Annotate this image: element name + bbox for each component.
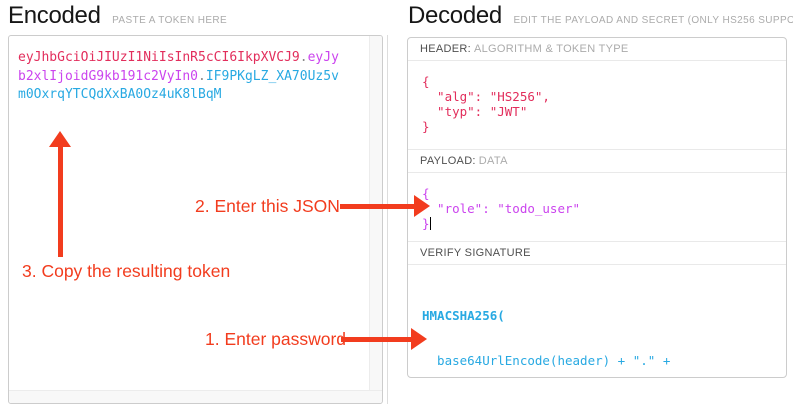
- code-line: "role": "todo_user": [422, 201, 581, 216]
- payload-section-label: PAYLOAD:DATA: [408, 150, 786, 173]
- encoded-token-editor[interactable]: eyJhbGciOiJIUzI1NiIsInR5cCI6IkpXVCJ9.eyJ…: [8, 35, 383, 404]
- step3-arrow-line: [58, 146, 63, 257]
- code-line: HMACSHA256(: [422, 308, 505, 323]
- decoded-panel: HEADER:ALGORITHM & TOKEN TYPE { "alg": "…: [407, 37, 787, 378]
- payload-label-rest: DATA: [478, 155, 508, 167]
- decoded-heading: Decoded EDIT THE PAYLOAD AND SECRET (ONL…: [408, 2, 793, 30]
- token-payload-segment: eyJyb2xlIjoidG9kb191c2VyIn0: [18, 50, 339, 84]
- code-line: }: [422, 119, 430, 134]
- payload-label-strong: PAYLOAD:: [420, 155, 476, 167]
- step3-arrow-up-icon: [49, 131, 71, 147]
- code-line: "alg": "HS256",: [422, 89, 550, 104]
- annotation-step1-label: 1. Enter password: [205, 329, 347, 349]
- decoded-title: Decoded: [408, 2, 502, 29]
- code-line: {: [422, 74, 430, 89]
- payload-json-editor[interactable]: { "role": "todo_user"}: [408, 173, 786, 242]
- encoded-title: Encoded: [8, 2, 101, 29]
- encoded-subtitle: PASTE A TOKEN HERE: [112, 15, 228, 26]
- horizontal-scrollbar[interactable]: [9, 390, 382, 403]
- verify-signature-block: HMACSHA256( base64UrlEncode(header) + ".…: [408, 265, 786, 376]
- decoded-subtitle: EDIT THE PAYLOAD AND SECRET (ONLY HS256 …: [513, 15, 793, 26]
- code-line-text: }: [422, 216, 430, 231]
- column-divider: [387, 35, 388, 404]
- vertical-scrollbar[interactable]: [369, 36, 382, 390]
- encoded-heading: Encoded PASTE A TOKEN HERE: [8, 2, 227, 30]
- step2-arrow-line: [340, 204, 414, 209]
- step1-arrow-right-icon: [411, 328, 427, 350]
- code-line: base64UrlEncode(header) + "." +: [422, 353, 671, 368]
- header-label-rest: ALGORITHM & TOKEN TYPE: [474, 43, 629, 55]
- header-json: { "alg": "HS256", "typ": "JWT"}: [408, 61, 786, 150]
- token-separator: .: [299, 50, 308, 65]
- header-label-strong: HEADER:: [420, 43, 471, 55]
- code-line: "typ": "JWT": [422, 104, 528, 119]
- code-line: {: [422, 186, 430, 201]
- annotation-step3-label: 3. Copy the resulting token: [22, 261, 231, 281]
- text-cursor: [429, 217, 432, 230]
- token-header-segment: eyJhbGciOiJIUzI1NiIsInR5cCI6IkpXVCJ9: [18, 50, 300, 65]
- annotation-step2-label: 2. Enter this JSON: [195, 196, 340, 216]
- encoded-token-text[interactable]: eyJhbGciOiJIUzI1NiIsInR5cCI6IkpXVCJ9.eyJ…: [18, 49, 344, 105]
- token-signature-segment: IF9PKgLZ_XA70Uz5vm0OxrqYTCQdXxBA0Oz4uK8l…: [18, 68, 339, 103]
- step1-arrow-line: [341, 337, 411, 342]
- header-section-label: HEADER:ALGORITHM & TOKEN TYPE: [408, 38, 786, 61]
- verify-label-strong: VERIFY SIGNATURE: [420, 247, 531, 259]
- verify-signature-section-label: VERIFY SIGNATURE: [408, 242, 786, 265]
- code-line: }: [422, 216, 786, 231]
- step2-arrow-right-icon: [414, 195, 430, 217]
- token-separator: .: [198, 68, 206, 84]
